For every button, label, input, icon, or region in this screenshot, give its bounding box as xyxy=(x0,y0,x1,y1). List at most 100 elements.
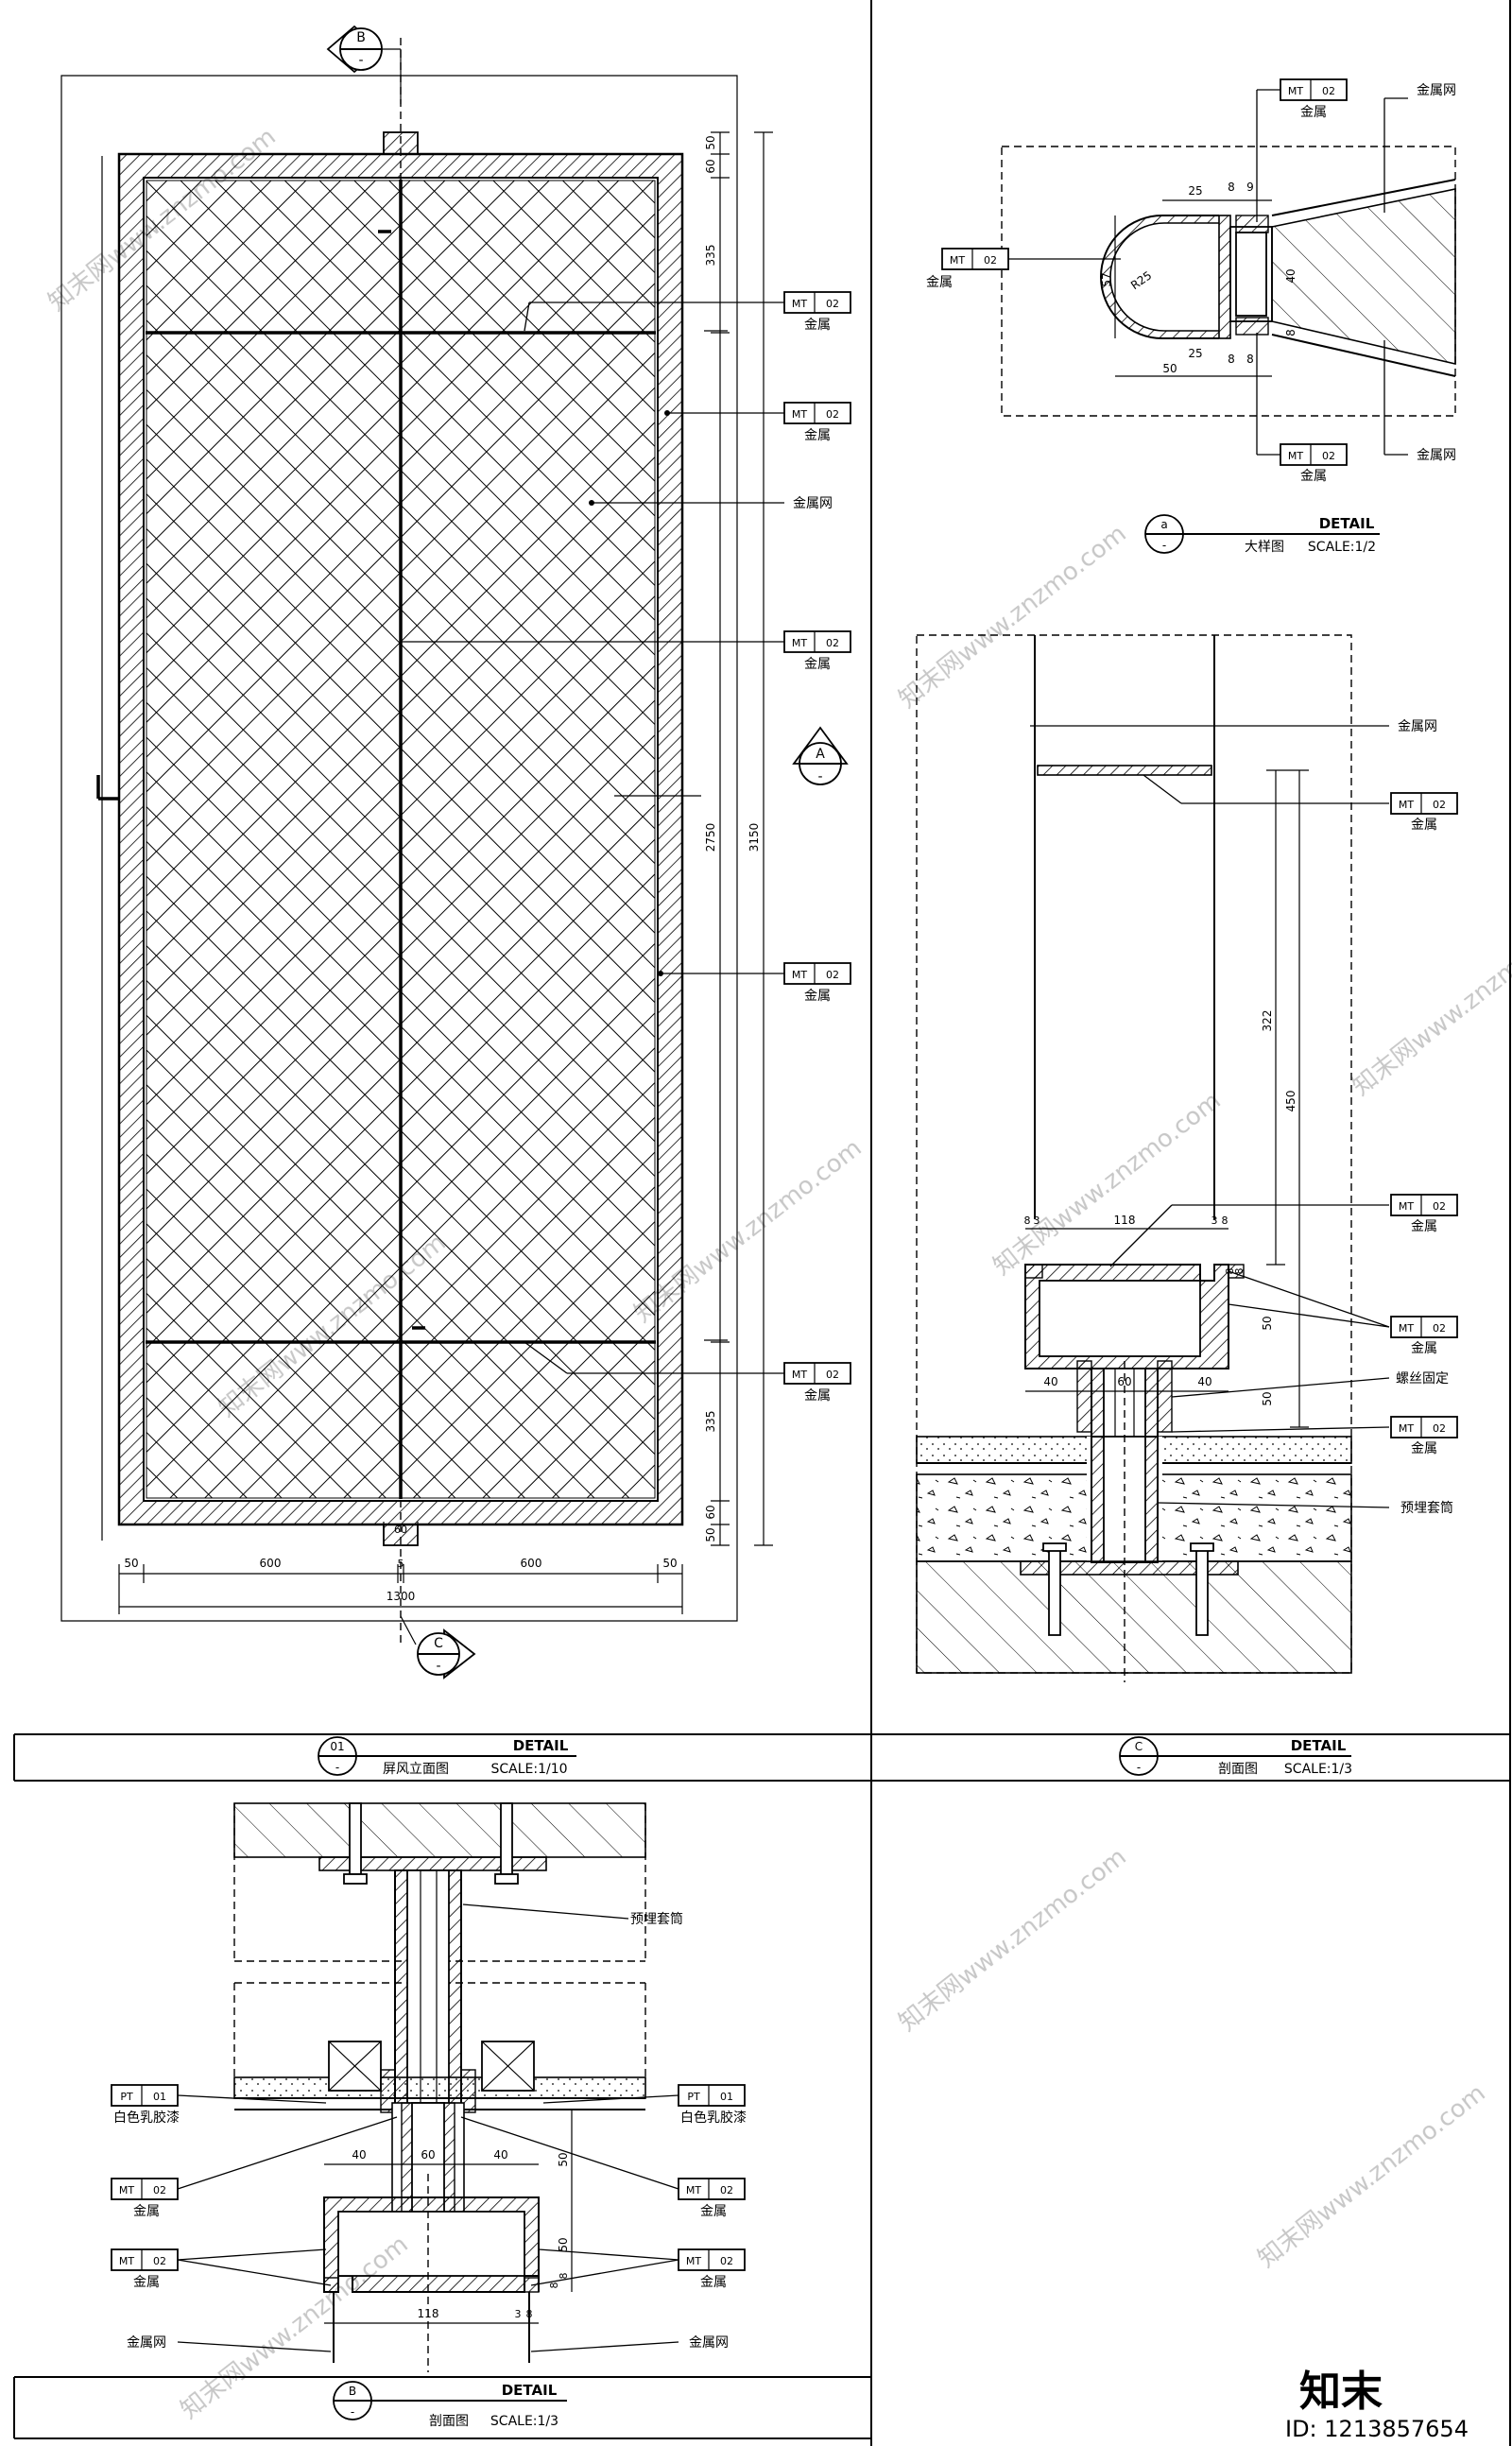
detail-a-drawing: 57 25 8 9 R25 40 8 50 25 8 8 xyxy=(1001,146,1456,417)
svg-text:金属: 金属 xyxy=(1411,818,1437,833)
svg-text:50: 50 xyxy=(557,2152,570,2166)
svg-text:MT: MT xyxy=(119,2255,134,2267)
svg-text:DETAIL: DETAIL xyxy=(1291,1737,1347,1754)
svg-text:金属: 金属 xyxy=(1300,469,1327,484)
elevation-material-tags: MT 02 金属 MT 02 金属 金属网 MT 02 金属 MT 02 金属 … xyxy=(402,291,851,1404)
svg-text:金属: 金属 xyxy=(804,989,831,1004)
svg-text:-: - xyxy=(817,769,822,784)
svg-text:金属网: 金属网 xyxy=(1417,448,1456,463)
svg-text:白色乳胶漆: 白色乳胶漆 xyxy=(113,2110,180,2126)
svg-text:25: 25 xyxy=(1188,347,1202,360)
detail-a-tags: MT 02 金属 金属网 MT 02 金属 MT 02 金属 金属网 xyxy=(926,78,1456,484)
svg-text:金属: 金属 xyxy=(1411,1219,1437,1234)
svg-text:金属: 金属 xyxy=(700,2204,727,2219)
svg-text:a: a xyxy=(1160,518,1167,531)
svg-text:02: 02 xyxy=(1433,1322,1446,1335)
svg-text:PT: PT xyxy=(120,2091,133,2103)
detail-marker-a: A - xyxy=(792,726,849,785)
svg-text:C: C xyxy=(1135,1740,1143,1753)
watermark-brand: 知末 ID: 1213857654 xyxy=(1285,2368,1469,2442)
detail-a-title: a - DETAIL 大样图 SCALE:1/2 xyxy=(1144,514,1380,555)
svg-text:MT: MT xyxy=(1288,85,1303,97)
svg-text:8: 8 xyxy=(1228,353,1235,366)
svg-text:8: 8 xyxy=(1233,1268,1246,1275)
svg-text:金属: 金属 xyxy=(804,318,831,333)
svg-text:02: 02 xyxy=(720,2184,733,2196)
svg-text:60: 60 xyxy=(1117,1375,1131,1388)
svg-text:9: 9 xyxy=(1246,181,1254,194)
svg-text:金属: 金属 xyxy=(1300,105,1327,120)
svg-text:50: 50 xyxy=(557,2237,570,2251)
svg-text:8: 8 xyxy=(558,2273,570,2280)
svg-text:1300: 1300 xyxy=(387,1590,416,1603)
svg-text:40: 40 xyxy=(1197,1375,1211,1388)
section-c-title: C - DETAIL 剖面图 SCALE:1/3 xyxy=(1119,1736,1352,1777)
section-c-tags: 金属网 MT 02 金属 MT 02 金属 MT 02 金属 螺丝固定 MT 0… xyxy=(1030,719,1458,1516)
svg-text:02: 02 xyxy=(984,254,997,267)
svg-text:3: 3 xyxy=(1034,1214,1040,1227)
svg-text:40: 40 xyxy=(493,2148,507,2162)
svg-text:金属网: 金属网 xyxy=(793,496,833,511)
svg-text:MT: MT xyxy=(686,2255,701,2267)
svg-text:50: 50 xyxy=(124,1557,138,1570)
svg-text:金属网: 金属网 xyxy=(689,2335,729,2351)
svg-text:PT: PT xyxy=(687,2091,700,2103)
svg-text:25: 25 xyxy=(1188,184,1202,198)
svg-text:50: 50 xyxy=(1261,1391,1274,1405)
svg-text:450: 450 xyxy=(1284,1091,1297,1112)
svg-text:MT: MT xyxy=(1399,799,1414,811)
svg-text:02: 02 xyxy=(1322,450,1335,462)
svg-text:02: 02 xyxy=(826,1369,839,1381)
svg-text:50: 50 xyxy=(1162,362,1177,375)
svg-text:MT: MT xyxy=(950,254,965,267)
svg-text:322: 322 xyxy=(1261,1010,1274,1032)
svg-text:5: 5 xyxy=(398,1558,404,1570)
svg-text:02: 02 xyxy=(1322,85,1335,97)
svg-text:金属网: 金属网 xyxy=(1417,83,1456,98)
svg-text:3: 3 xyxy=(1211,1214,1218,1227)
svg-text:01: 01 xyxy=(153,2091,166,2103)
section-c-drawing: 322 450 8 3 118 3 8 8 8 50 40 60 40 50 xyxy=(916,634,1352,1682)
svg-text:3150: 3150 xyxy=(747,823,761,853)
svg-text:金属: 金属 xyxy=(133,2204,160,2219)
svg-text:8: 8 xyxy=(1284,329,1297,336)
svg-text:600: 600 xyxy=(260,1557,282,1570)
svg-text:金属: 金属 xyxy=(804,1388,831,1404)
svg-text:8: 8 xyxy=(1228,181,1235,194)
svg-text:B: B xyxy=(349,2385,356,2398)
svg-text:螺丝固定: 螺丝固定 xyxy=(1396,1371,1449,1387)
svg-text:50: 50 xyxy=(704,135,717,149)
section-marker-b-top: B - xyxy=(326,25,402,104)
svg-text:118: 118 xyxy=(418,2307,439,2320)
svg-text:金属: 金属 xyxy=(133,2275,160,2290)
svg-text:-: - xyxy=(436,1659,440,1674)
elevation-dims-bottom: 50 600 5 600 50 1300 60 xyxy=(118,1522,683,1614)
svg-text:8: 8 xyxy=(548,2282,560,2289)
section-b-drawing: 40 60 40 50 50 8 8 118 3 8 xyxy=(233,1802,646,2372)
elevation-dims-right: 50 60 335 2750 3150 335 60 50 xyxy=(704,131,773,1546)
section-marker-c-bottom: C - xyxy=(400,1615,476,1679)
section-b-tags: 预埋套筒 PT 01 白色乳胶漆 MT 02 金属 MT 02 金属 金属网 P… xyxy=(111,1903,747,2352)
svg-text:MT: MT xyxy=(1399,1422,1414,1435)
svg-text:02: 02 xyxy=(153,2184,166,2196)
svg-text:02: 02 xyxy=(1433,1422,1446,1435)
svg-text:3: 3 xyxy=(515,2308,522,2320)
svg-text:118: 118 xyxy=(1114,1214,1136,1227)
svg-text:60: 60 xyxy=(421,2148,435,2162)
svg-text:MT: MT xyxy=(792,1369,807,1381)
svg-text:金属网: 金属网 xyxy=(1398,719,1437,734)
svg-text:57: 57 xyxy=(1100,272,1113,286)
svg-text:50: 50 xyxy=(704,1527,717,1542)
elevation-title: 01 - DETAIL 屏风立面图 SCALE:1/10 xyxy=(318,1736,576,1777)
svg-text:40: 40 xyxy=(1284,268,1297,283)
svg-text:40: 40 xyxy=(352,2148,366,2162)
svg-text:01: 01 xyxy=(720,2091,733,2103)
svg-text:-: - xyxy=(358,53,363,68)
svg-text:SCALE:1/10: SCALE:1/10 xyxy=(490,1762,567,1777)
sheet-frame xyxy=(13,0,1511,2446)
elevation-drawing xyxy=(60,38,738,1645)
svg-text:600: 600 xyxy=(521,1557,542,1570)
svg-text:知末网www.znzmo.com: 知末网www.znzmo.com xyxy=(1253,2079,1491,2274)
svg-text:知末网www.znzmo.com: 知末网www.znzmo.com xyxy=(894,520,1132,715)
